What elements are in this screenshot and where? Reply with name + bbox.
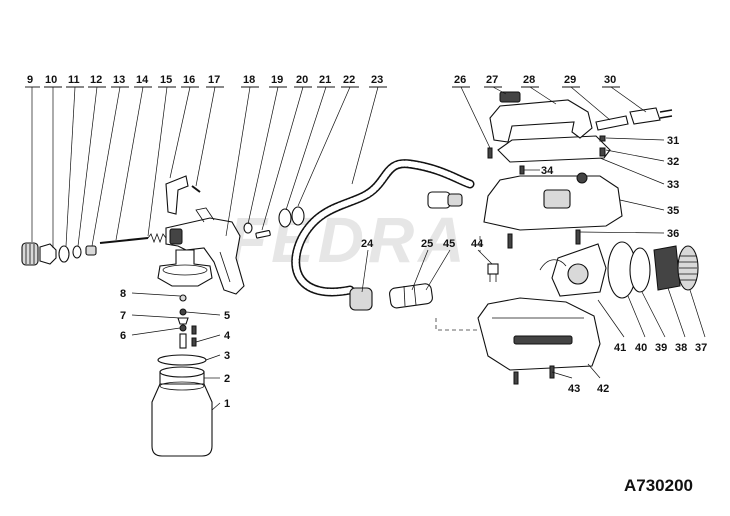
callout-2: 2 [224, 373, 230, 385]
callout-21: 21 [319, 74, 331, 86]
part-handle-base [497, 135, 611, 163]
part-container-seal [157, 354, 207, 366]
callout-22: 22 [343, 74, 355, 86]
part-hose-coupling-lower [349, 287, 373, 311]
part-trigger [165, 175, 189, 215]
callout-33: 33 [667, 179, 679, 191]
part-adjust-knob [243, 222, 253, 234]
callout-19: 19 [271, 74, 283, 86]
callout-labels: 9 10 11 12 13 14 15 16 17 18 19 20 21 22… [25, 74, 707, 410]
callout-15: 15 [160, 74, 172, 86]
callout-17: 17 [208, 74, 220, 86]
part-nozzle [39, 243, 57, 265]
part-gun-body [165, 207, 245, 295]
part-power-plug [629, 107, 673, 125]
part-housing-top [483, 172, 623, 231]
part-small-shaft [255, 230, 271, 239]
callout-leaders [31, 86, 706, 411]
callout-5: 5 [224, 310, 230, 322]
part-paint-container [151, 381, 213, 457]
callout-37: 37 [695, 342, 707, 354]
part-nozzle-cap [21, 242, 39, 266]
callout-27: 27 [486, 74, 498, 86]
callout-32: 32 [667, 156, 679, 168]
callout-18: 18 [243, 74, 255, 86]
callout-29: 29 [564, 74, 576, 86]
callout-35: 35 [667, 205, 679, 217]
part-spring [147, 232, 167, 244]
part-needle [99, 237, 149, 244]
assembly-dashed-guide [435, 236, 481, 331]
callout-13: 13 [113, 74, 125, 86]
callout-30: 30 [604, 74, 616, 86]
part-container-lid [157, 249, 213, 287]
callout-41: 41 [614, 342, 626, 354]
callout-36: 36 [667, 228, 679, 240]
part-filter-block [653, 245, 681, 291]
callout-20: 20 [296, 74, 308, 86]
part-carry-handle [489, 99, 593, 143]
watermark-text: FEDRA [228, 204, 468, 276]
part-power-switch [499, 91, 521, 103]
part-cable-sleeve [595, 115, 629, 131]
callout-42: 42 [597, 383, 609, 395]
callout-7: 7 [120, 310, 126, 322]
model-code-label: A730200 [624, 476, 694, 495]
part-small-sleeve [85, 245, 97, 256]
part-washer [72, 245, 82, 259]
part-container-neck [159, 366, 205, 385]
part-filter-ring [629, 247, 651, 293]
callout-43: 43 [568, 383, 580, 395]
callout-45: 45 [443, 238, 455, 250]
callout-16: 16 [183, 74, 195, 86]
callout-4: 4 [224, 330, 231, 342]
callout-34: 34 [541, 165, 554, 177]
part-seal-ring [58, 245, 70, 263]
callout-44: 44 [471, 238, 484, 250]
callout-6: 6 [120, 330, 126, 342]
part-air-hose [291, 159, 475, 297]
callout-12: 12 [90, 74, 102, 86]
part-motor-assembly [539, 243, 607, 297]
part-connector-clip [487, 263, 499, 282]
callout-38: 38 [675, 342, 687, 354]
callout-1: 1 [224, 398, 230, 410]
part-filter-grille [677, 245, 699, 291]
callout-11: 11 [68, 74, 80, 86]
part-valve-stack [177, 294, 197, 349]
callout-24: 24 [361, 238, 374, 250]
part-hose-coupling-upper [427, 191, 463, 209]
part-ring-pair [278, 206, 305, 228]
callout-28: 28 [523, 74, 535, 86]
callout-39: 39 [655, 342, 667, 354]
callout-8: 8 [120, 288, 126, 300]
part-housing-bottom [477, 297, 601, 371]
part-adapter-tube [389, 283, 433, 309]
callout-9: 9 [27, 74, 33, 86]
callout-3: 3 [224, 350, 230, 362]
callout-40: 40 [635, 342, 647, 354]
callout-31: 31 [667, 135, 679, 147]
callout-10: 10 [45, 74, 57, 86]
callout-26: 26 [454, 74, 466, 86]
callout-23: 23 [371, 74, 383, 86]
part-pin [191, 185, 201, 193]
callout-25: 25 [421, 238, 433, 250]
callout-14: 14 [136, 74, 149, 86]
